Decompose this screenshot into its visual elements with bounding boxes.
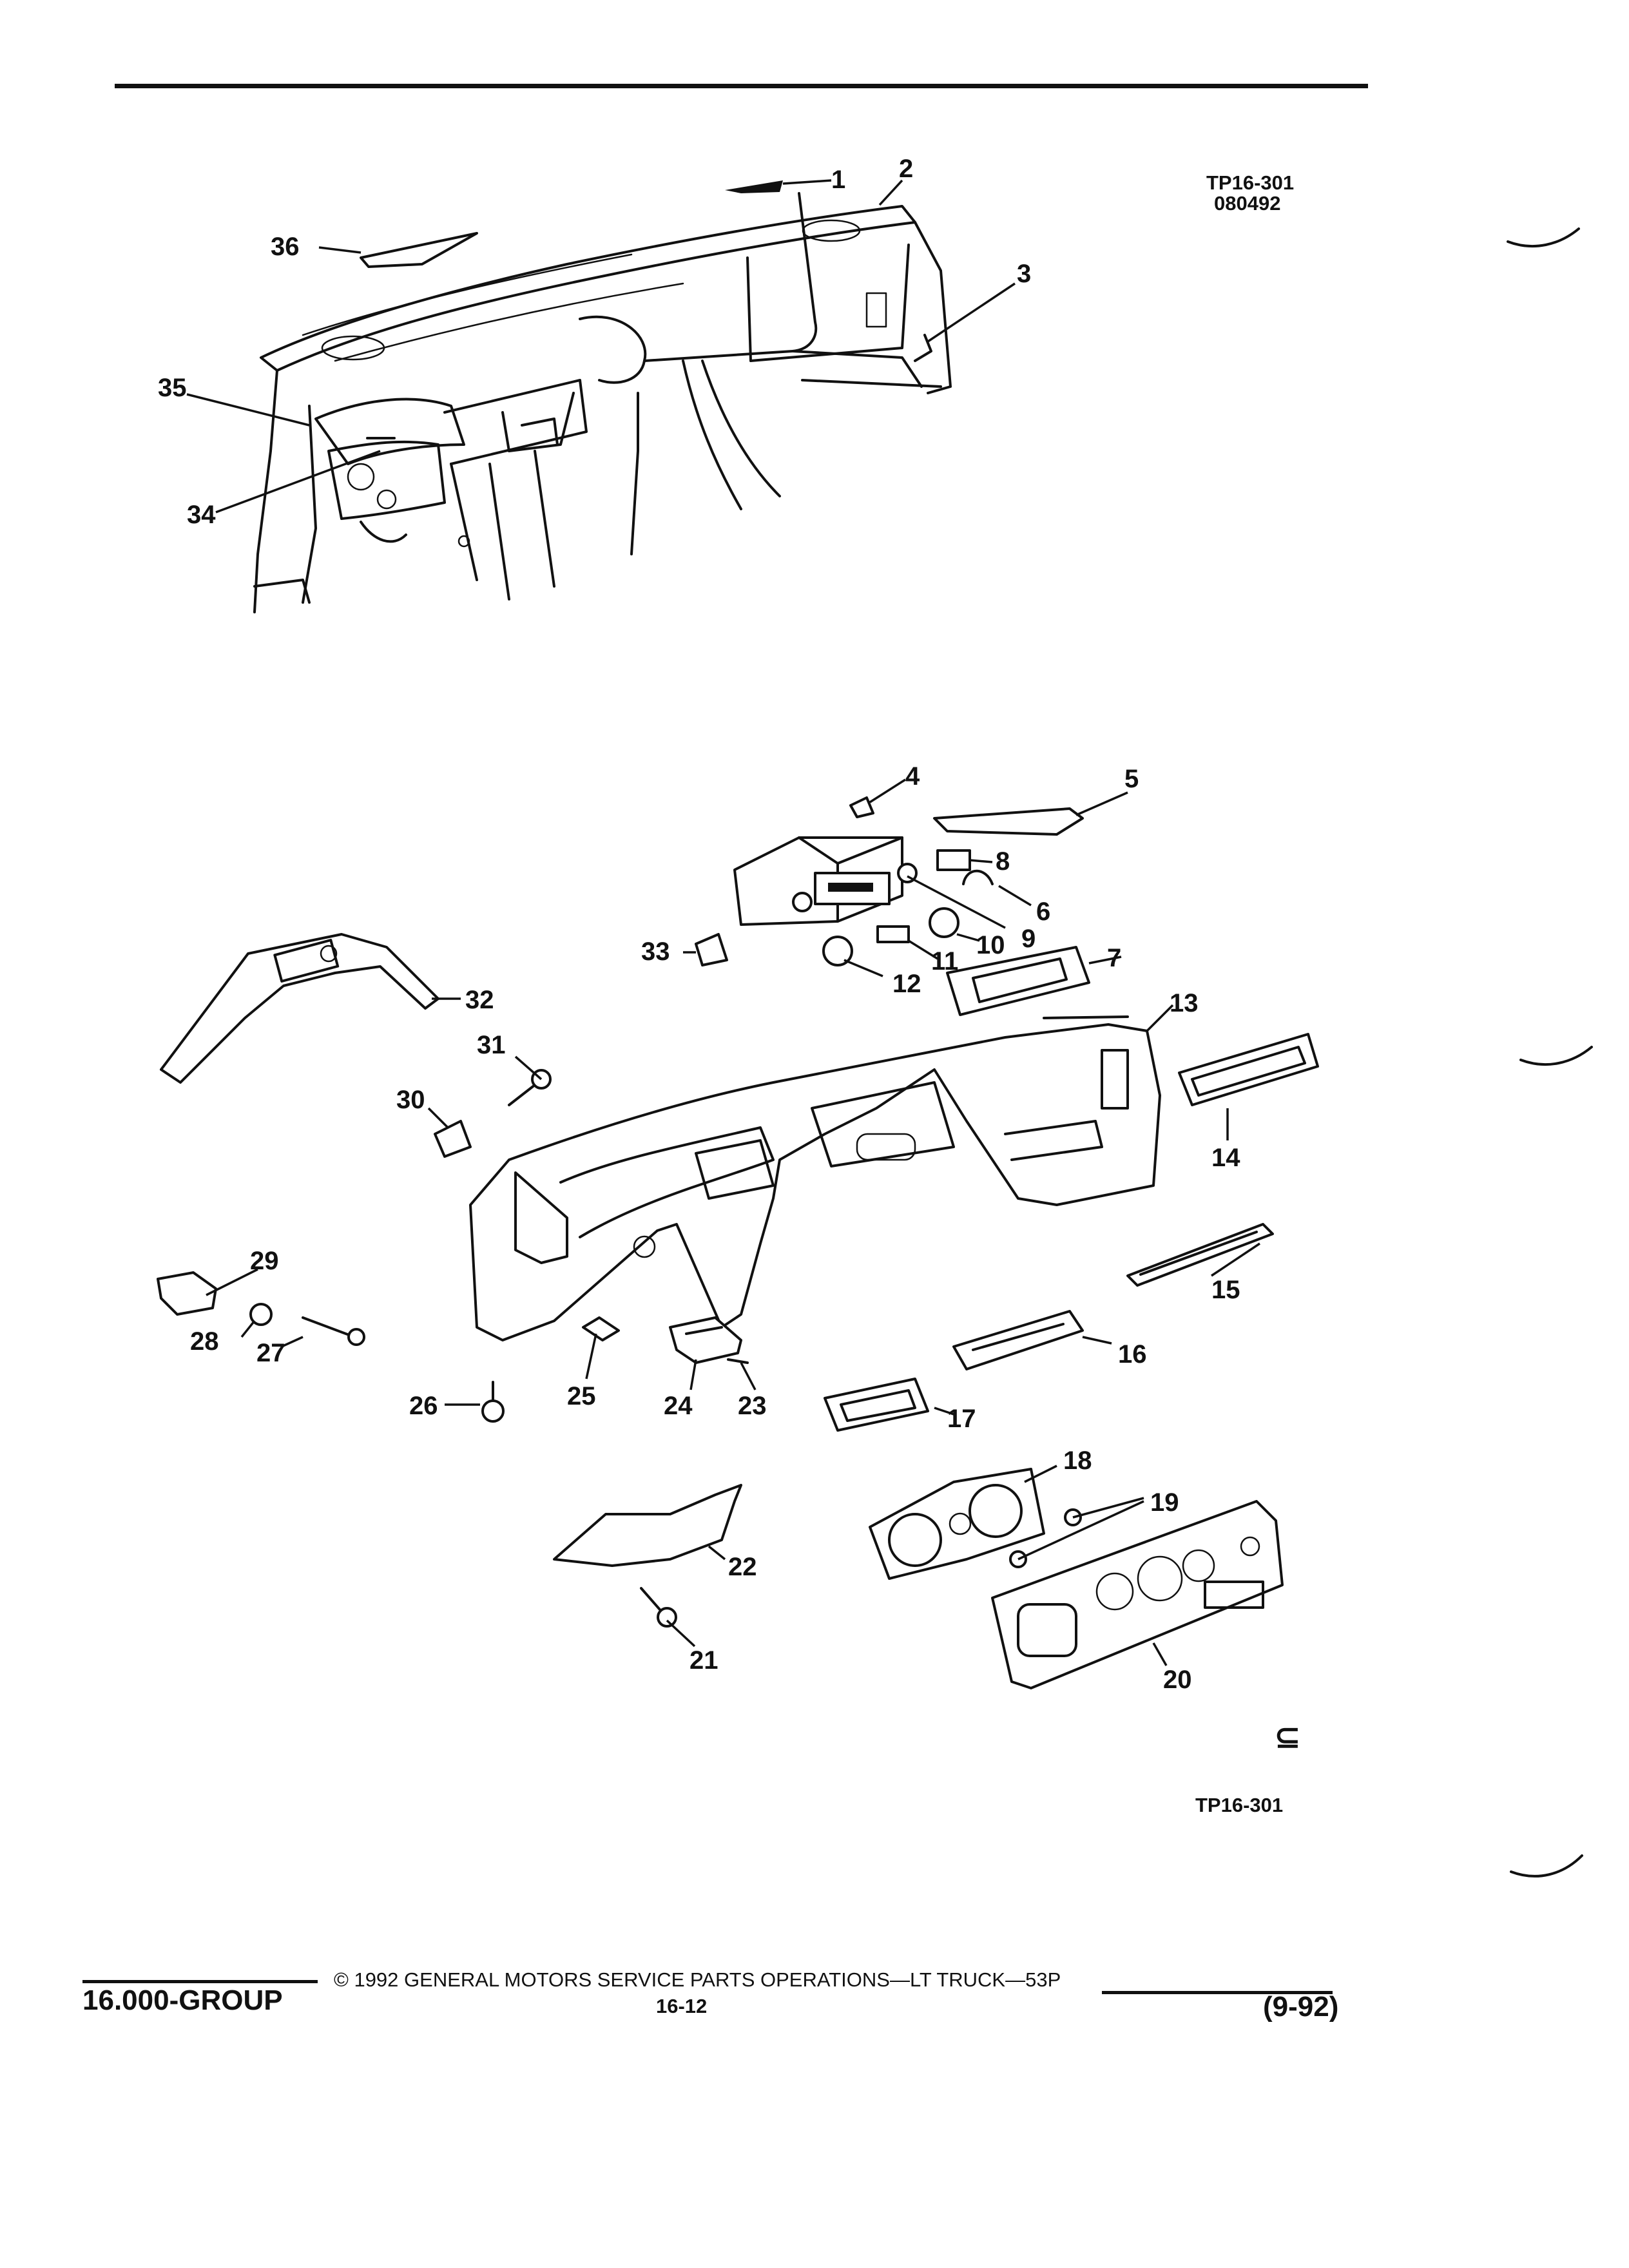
callout-23: 23: [738, 1392, 767, 1420]
callout-15: 15: [1211, 1276, 1240, 1304]
instrument-panel-carrier-drawing: [253, 192, 952, 613]
part-23-shape: [727, 1358, 749, 1364]
binder-mark: [1507, 227, 1580, 248]
part-24-shape: [669, 1316, 742, 1364]
part-36-shape: [360, 232, 478, 268]
part-6-shape: [962, 869, 994, 885]
callout-19: 19: [1150, 1488, 1179, 1517]
callout-7: 7: [1107, 944, 1121, 972]
part-14-shape: [1178, 1033, 1319, 1106]
callout-11: 11: [931, 947, 958, 975]
part-29-shape: [157, 1271, 217, 1316]
callout-4: 4: [905, 762, 920, 791]
callout-13: 13: [1170, 989, 1199, 1017]
callout-18: 18: [1063, 1446, 1092, 1475]
footer-rule-right: [1102, 1991, 1333, 1994]
callout-31: 31: [477, 1031, 506, 1059]
part-27-shape: [302, 1316, 356, 1338]
part-18-shape: [869, 1468, 1045, 1580]
callout-33: 33: [641, 937, 670, 966]
callout-30: 30: [396, 1086, 425, 1114]
part-22-shape: [553, 1484, 742, 1567]
binder-mark: [1519, 1046, 1593, 1066]
callout-26: 26: [409, 1392, 438, 1420]
callout-labels: 1 2 3 4 5 6 7 8 9 10 11 12 13 14 15 16 1…: [158, 155, 1240, 1694]
callout-21: 21: [689, 1646, 718, 1675]
callout-10: 10: [976, 931, 1005, 959]
part-4-shape: [849, 796, 874, 818]
callout-14: 14: [1211, 1144, 1240, 1172]
part-3-shape: [914, 334, 932, 362]
part-17-shape: [824, 1378, 929, 1432]
part-7-shape: [946, 946, 1090, 1016]
footer-page-number: 16-12: [656, 1995, 708, 2017]
part-12-shape: [822, 936, 853, 966]
part-28-shape: [249, 1303, 273, 1326]
footer-rule-left: [82, 1980, 318, 1983]
callout-9: 9: [1021, 925, 1036, 953]
part-10-shape: [929, 907, 959, 938]
callout-34: 34: [187, 501, 216, 529]
callout-12: 12: [892, 970, 921, 998]
part-30-shape: [434, 1120, 472, 1158]
part-1-shape: [725, 180, 783, 193]
part-16-shape: [952, 1310, 1084, 1370]
part-8-shape: [936, 849, 971, 871]
top-callout-leaders: [186, 179, 1016, 514]
callout-25: 25: [567, 1382, 596, 1410]
lower-callout-leaders: [206, 778, 1260, 1666]
part-32-shape: [160, 933, 439, 1084]
callout-20: 20: [1163, 1666, 1192, 1694]
binder-mark: [1510, 1854, 1583, 1878]
callout-6: 6: [1036, 898, 1050, 926]
callout-24: 24: [664, 1392, 693, 1420]
footer-copyright: © 1992 GENERAL MOTORS SERVICE PARTS OPER…: [334, 1968, 1061, 1991]
callout-16: 16: [1118, 1340, 1147, 1369]
callout-35: 35: [158, 374, 187, 402]
top-rule: [115, 84, 1368, 88]
part-13-instrument-panel-drawing: [469, 1015, 1161, 1341]
callout-32: 32: [465, 986, 494, 1014]
callout-5: 5: [1124, 765, 1139, 793]
callout-3: 3: [1017, 260, 1031, 288]
part-5-shape: [933, 807, 1084, 836]
footer-date: (9-92): [1263, 1991, 1339, 2023]
callout-1: 1: [831, 166, 845, 194]
figure-date-top: 080492: [1214, 192, 1280, 215]
callout-8: 8: [996, 847, 1010, 876]
part-25-shape: [582, 1316, 620, 1341]
footer-group: 16.000-GROUP: [82, 1984, 283, 2016]
callout-2: 2: [899, 155, 913, 183]
callout-22: 22: [728, 1553, 757, 1581]
callout-36: 36: [271, 233, 300, 261]
part-15-shape: [1126, 1223, 1274, 1287]
callout-27: 27: [256, 1339, 285, 1367]
callout-17: 17: [947, 1405, 976, 1433]
part-11-shape: [876, 925, 910, 943]
symbol-mark: ⊆: [1275, 1720, 1300, 1754]
part-9-radio-drawing: [733, 836, 918, 926]
part-33-shape: [695, 933, 728, 966]
callout-29: 29: [250, 1247, 279, 1275]
figure-code-top: TP16-301: [1206, 171, 1294, 194]
callout-28: 28: [190, 1327, 219, 1356]
part-20-shape: [991, 1500, 1284, 1689]
figure-code-bottom: TP16-301: [1195, 1794, 1283, 1816]
